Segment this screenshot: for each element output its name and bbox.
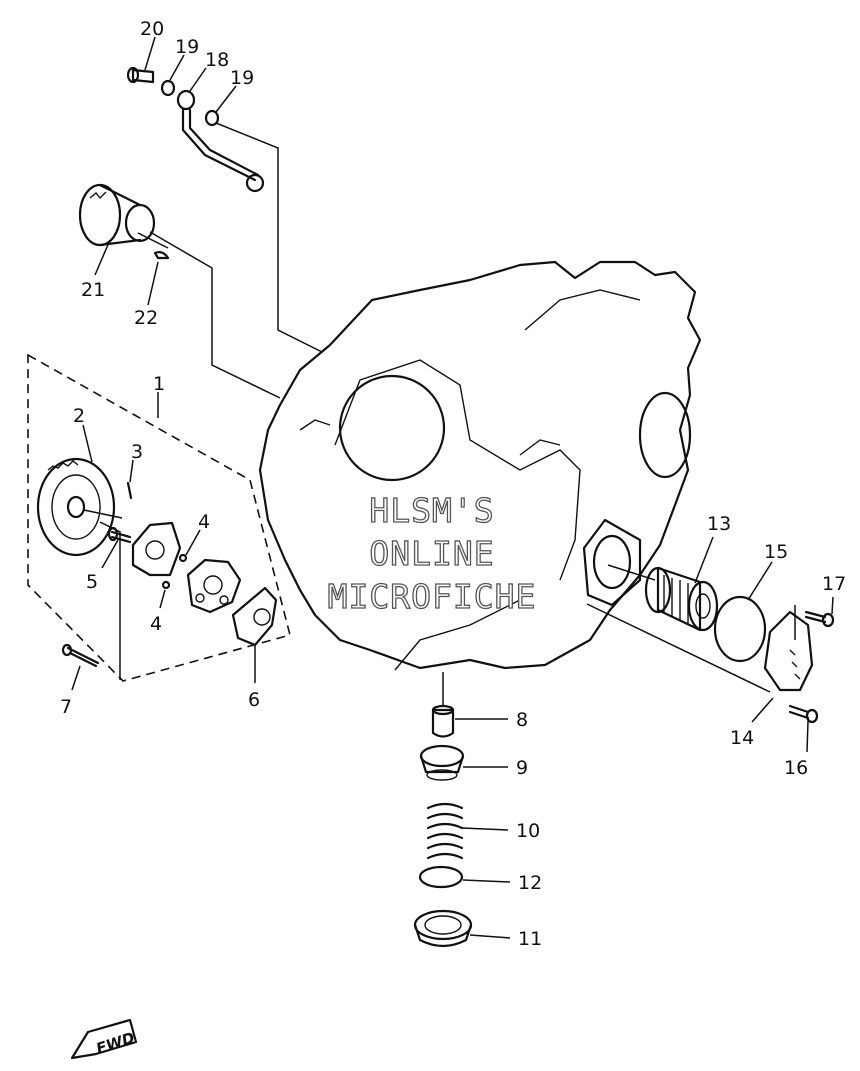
callout-20: 20	[140, 18, 164, 40]
pump-body-outer	[131, 521, 182, 577]
callout-11: 11	[518, 928, 542, 950]
callout-22: 22	[134, 307, 158, 329]
callout-8: 8	[516, 709, 528, 731]
callout-19b: 19	[230, 67, 254, 89]
watermark-line-3: MICROFICHE	[328, 577, 537, 616]
copper-washer-lower	[204, 109, 220, 127]
watermark-line-1: HLSM'S	[369, 491, 494, 530]
o-ring	[418, 865, 464, 889]
oil-pump-group-outline	[27, 353, 291, 682]
watermark: HLSM'S ONLINE MICROFICHE	[327, 490, 537, 616]
callout-17: 17	[822, 573, 846, 595]
callout-4a: 4	[198, 511, 210, 533]
callout-1: 1	[153, 373, 165, 395]
valve-spring	[426, 802, 464, 860]
callout-14: 14	[730, 727, 754, 749]
callout-9: 9	[516, 757, 528, 779]
drain-cap	[413, 909, 473, 948]
cover-bolt-lower	[788, 704, 819, 724]
callout-2: 2	[73, 405, 85, 427]
cover-bolt-upper	[804, 610, 835, 628]
callout-7: 7	[60, 696, 72, 718]
forward-arrow: FWD	[70, 1018, 138, 1060]
callout-16: 16	[784, 757, 808, 779]
callout-21: 21	[81, 279, 105, 301]
oil-strainer	[78, 183, 169, 249]
forward-label: FWD	[94, 1029, 137, 1058]
assembly-lines	[99, 122, 796, 705]
pump-pin	[126, 481, 133, 500]
callout-13: 13	[707, 513, 731, 535]
callout-15: 15	[764, 541, 788, 563]
callout-4b: 4	[150, 613, 162, 635]
pump-dowels	[161, 553, 188, 590]
copper-washer-upper	[160, 79, 176, 97]
long-bolt	[61, 643, 100, 668]
callout-18: 18	[205, 49, 229, 71]
pump-drive-gear	[36, 457, 123, 557]
relief-valve-guide	[431, 704, 455, 738]
crankcase-cover	[258, 260, 702, 671]
callout-5: 5	[86, 571, 98, 593]
pump-body-inner	[186, 558, 242, 614]
callout-6: 6	[248, 689, 260, 711]
filter-gasket	[582, 518, 642, 607]
filter-o-ring	[713, 595, 767, 663]
callout-12: 12	[518, 872, 542, 894]
union-bolt	[126, 66, 155, 84]
callout-19a: 19	[175, 36, 199, 58]
woodruff-key	[153, 251, 170, 260]
pump-gasket	[231, 586, 278, 647]
callout-labels: 1 2 3 4 4 5 6 7 8 9 10 11 12 13 14 15 16…	[60, 18, 846, 950]
callout-leaders	[71, 36, 834, 939]
filter-cover	[763, 610, 814, 692]
oil-filter-element	[644, 566, 719, 632]
callout-3: 3	[131, 441, 143, 463]
valve-plug	[419, 744, 465, 781]
oil-delivery-pipe	[176, 89, 265, 193]
callout-10: 10	[516, 820, 540, 842]
watermark-line-2: ONLINE	[369, 534, 494, 573]
